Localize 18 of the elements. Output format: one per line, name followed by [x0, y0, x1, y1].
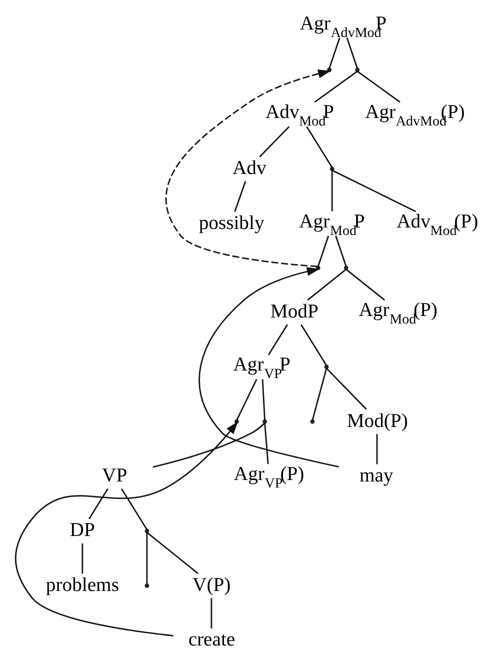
node-text: VP: [102, 465, 127, 486]
node-text: Agr$_{AdvMod}$(P): [364, 102, 464, 130]
node-text: Agr$_{VP}$(P): [233, 464, 304, 492]
node-text: may: [358, 465, 393, 486]
node-text: Adv$_{Mod}$(P): [396, 211, 478, 239]
node-text: create: [188, 630, 235, 651]
node-text: Agr$_{VP}$P: [232, 354, 290, 382]
node-text: Mod(P): [346, 410, 408, 432]
node-text: DP: [69, 520, 94, 542]
node-text: possibly: [198, 212, 264, 234]
node-text: Agr$_{Mod}$P: [298, 211, 364, 239]
node-text: Adv$_{Mod}$P: [264, 102, 334, 130]
node-text: ModP: [270, 301, 318, 322]
node-text: Agr$_{Mod}$(P): [358, 300, 437, 328]
node-text: V(P): [192, 574, 230, 596]
node-text: Agr$_{AdvMod}$P: [299, 13, 386, 41]
node-text: Adv: [232, 158, 266, 180]
node-text: problems: [45, 574, 118, 596]
